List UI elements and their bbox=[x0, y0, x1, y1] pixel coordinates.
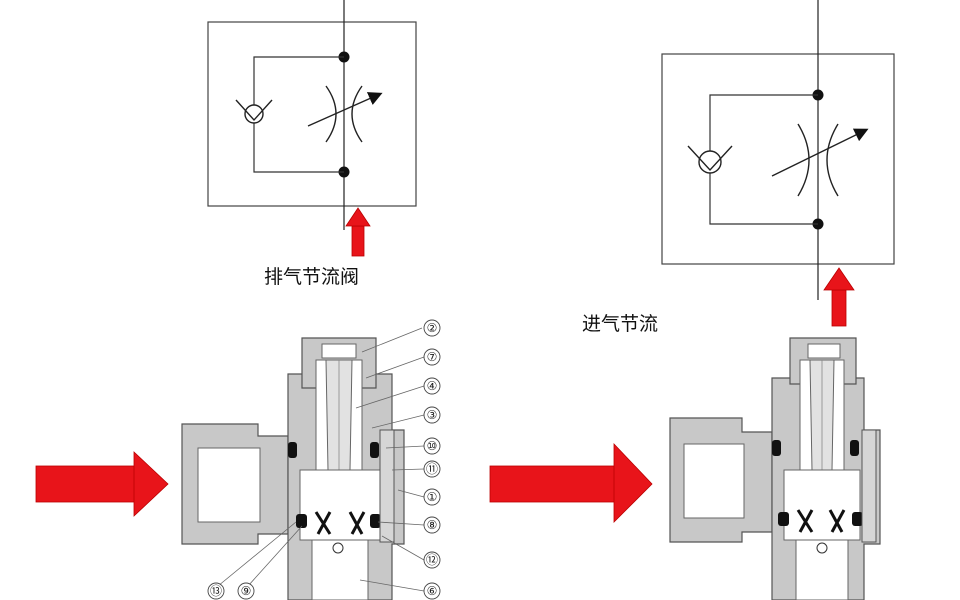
adjustable-throttle-symbol bbox=[307, 85, 383, 143]
flow-arrow-right-left bbox=[35, 451, 169, 517]
exhaust-throttle-label: 排气节流阀 bbox=[264, 266, 359, 288]
callout-marker: ① bbox=[423, 488, 441, 506]
callout-marker: ⑪ bbox=[423, 460, 441, 478]
callout-marker: ⑫ bbox=[423, 551, 441, 569]
callout-marker: ④ bbox=[423, 377, 441, 395]
callout-group bbox=[217, 327, 425, 592]
callout-marker: ⑬ bbox=[207, 582, 225, 600]
check-valve-symbol bbox=[235, 99, 273, 124]
check-valve-symbol bbox=[687, 145, 733, 174]
svg-text:④: ④ bbox=[427, 379, 438, 393]
flow-arrow-up-intake bbox=[823, 267, 855, 327]
svg-text:⑬: ⑬ bbox=[210, 584, 222, 598]
flow-arrow-up-exhaust bbox=[345, 207, 371, 257]
intake-throttle-symbol bbox=[661, 0, 895, 300]
callout-marker: ② bbox=[423, 319, 441, 337]
adjustable-throttle-symbol bbox=[771, 123, 869, 197]
svg-text:⑧: ⑧ bbox=[427, 518, 438, 532]
callout-marker: ⑦ bbox=[423, 348, 441, 366]
svg-text:⑩: ⑩ bbox=[427, 439, 438, 453]
callout-marker: ⑥ bbox=[423, 582, 441, 600]
svg-text:②: ② bbox=[427, 321, 438, 335]
callout-marker: ⑧ bbox=[423, 516, 441, 534]
svg-text:⑫: ⑫ bbox=[426, 553, 438, 567]
intake-valve-cross-section bbox=[669, 337, 881, 600]
svg-text:⑦: ⑦ bbox=[427, 350, 438, 364]
callout-marker: ⑩ bbox=[423, 437, 441, 455]
svg-text:①: ① bbox=[427, 490, 438, 504]
exhaust-throttle-symbol bbox=[207, 0, 417, 230]
svg-text:⑨: ⑨ bbox=[241, 584, 252, 598]
exhaust-valve-cross-section bbox=[181, 337, 405, 600]
flow-arrow-right-right bbox=[489, 442, 653, 523]
intake-throttle-label: 进气节流 bbox=[582, 313, 658, 335]
svg-text:③: ③ bbox=[427, 408, 438, 422]
callout-marker: ⑨ bbox=[237, 582, 255, 600]
callout-marker: ③ bbox=[423, 406, 441, 424]
svg-text:⑪: ⑪ bbox=[426, 462, 438, 476]
svg-text:⑥: ⑥ bbox=[427, 584, 438, 598]
